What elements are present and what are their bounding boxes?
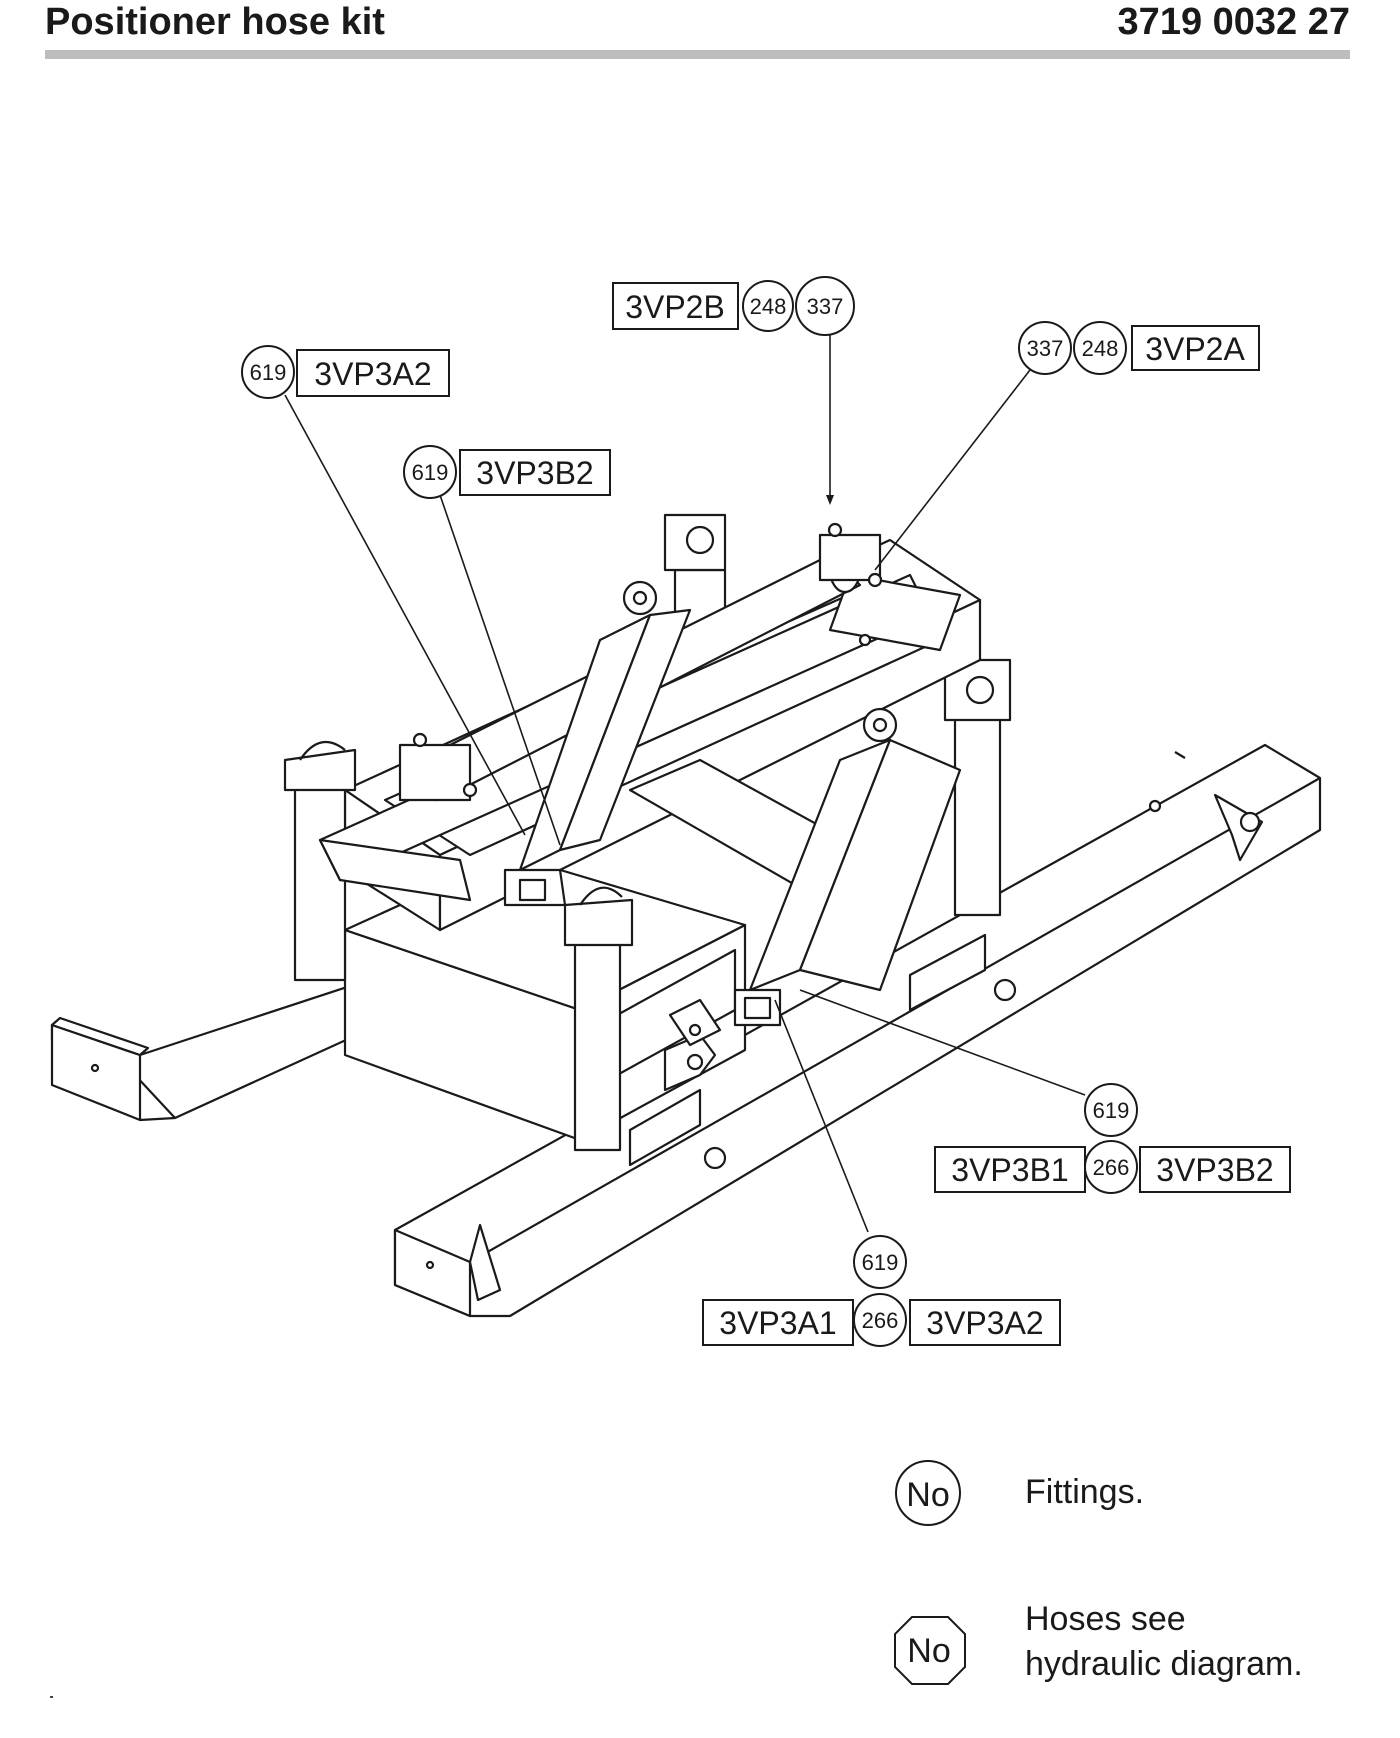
right-cylinder (733, 707, 962, 1027)
fitting-circle (1073, 321, 1127, 375)
hose-label-box (702, 1299, 854, 1346)
fitting-circle (241, 345, 295, 399)
hose-label: 3VP3A2 (314, 356, 431, 392)
fitting-number: 337 (1027, 336, 1064, 361)
hose-label-box (909, 1299, 1061, 1346)
leader-arrows (826, 495, 834, 505)
clamps (398, 522, 883, 802)
hose-label: 3VP3A1 (719, 1305, 836, 1341)
fitting-circle (742, 280, 794, 332)
left-cylinder (503, 580, 692, 907)
hose-label-box (612, 282, 739, 330)
hose-label: 3VP3B2 (1156, 1152, 1273, 1188)
right-rail (393, 743, 1322, 1318)
fitting-number: 619 (862, 1250, 899, 1275)
stray-mark (50, 1696, 53, 1698)
hose-label-box (1139, 1146, 1291, 1193)
frame-drawing (50, 513, 1322, 1318)
legend-circle-symbol: No (895, 1460, 961, 1526)
fitting-number: 266 (1093, 1155, 1130, 1180)
fitting-circle (853, 1293, 907, 1347)
hose-label-box (296, 349, 450, 397)
part-number: 3719 0032 27 (1117, 1, 1350, 43)
fitting-number: 337 (807, 294, 844, 319)
fitting-number: 619 (250, 360, 287, 385)
page-title: Positioner hose kit (45, 1, 385, 43)
fitting-number: 266 (862, 1308, 899, 1333)
fitting-circle (1084, 1083, 1138, 1137)
fitting-circle (795, 276, 855, 336)
fitting-number: 248 (750, 294, 787, 319)
fitting-circle (1018, 321, 1072, 375)
fitting-number: 619 (412, 460, 449, 485)
hose-label: 3VP2A (1145, 331, 1245, 367)
callout-left-1: 619 3VP3A2 (241, 345, 450, 399)
callout-top-right: 337 248 3VP2A (1018, 321, 1260, 375)
header-rule (45, 50, 1350, 59)
callout-left-2: 619 3VP3B2 (403, 445, 611, 499)
legend-symbol-text: No (906, 1476, 950, 1514)
base-box (343, 853, 747, 1142)
fitting-number: 619 (1093, 1098, 1130, 1123)
fitting-circle (1084, 1140, 1138, 1194)
callout-top: 3VP2B 248 337 (612, 276, 855, 336)
legend-hoses-text: Hoses see hydraulic diagram. (1025, 1600, 1303, 1683)
hose-label-box (934, 1146, 1086, 1193)
hose-label: 3VP3B1 (951, 1152, 1068, 1188)
legend-octagon-symbol (894, 1616, 966, 1685)
leader-lines (284, 330, 1086, 1233)
hose-label: 3VP3A2 (926, 1305, 1043, 1341)
callout-bottom: 619 3VP3A1 266 3VP3A2 (702, 1235, 1061, 1347)
fitting-number: 248 (1082, 336, 1119, 361)
hose-label: 3VP2B (625, 289, 725, 325)
legend-fittings-text: Fittings. (1025, 1473, 1145, 1511)
hose-label-box (1131, 325, 1260, 371)
hose-label: 3VP3B2 (476, 455, 593, 491)
legend-symbol-text: No (907, 1632, 951, 1670)
page-header: Positioner hose kit 3719 0032 27 (45, 0, 1350, 60)
legend-octagon-label: No (896, 1618, 962, 1684)
fitting-circle (853, 1235, 907, 1289)
fitting-circle (403, 445, 457, 499)
hose-label-box (459, 449, 611, 496)
callout-bottom-right: 619 3VP3B1 266 3VP3B2 (934, 1083, 1291, 1194)
